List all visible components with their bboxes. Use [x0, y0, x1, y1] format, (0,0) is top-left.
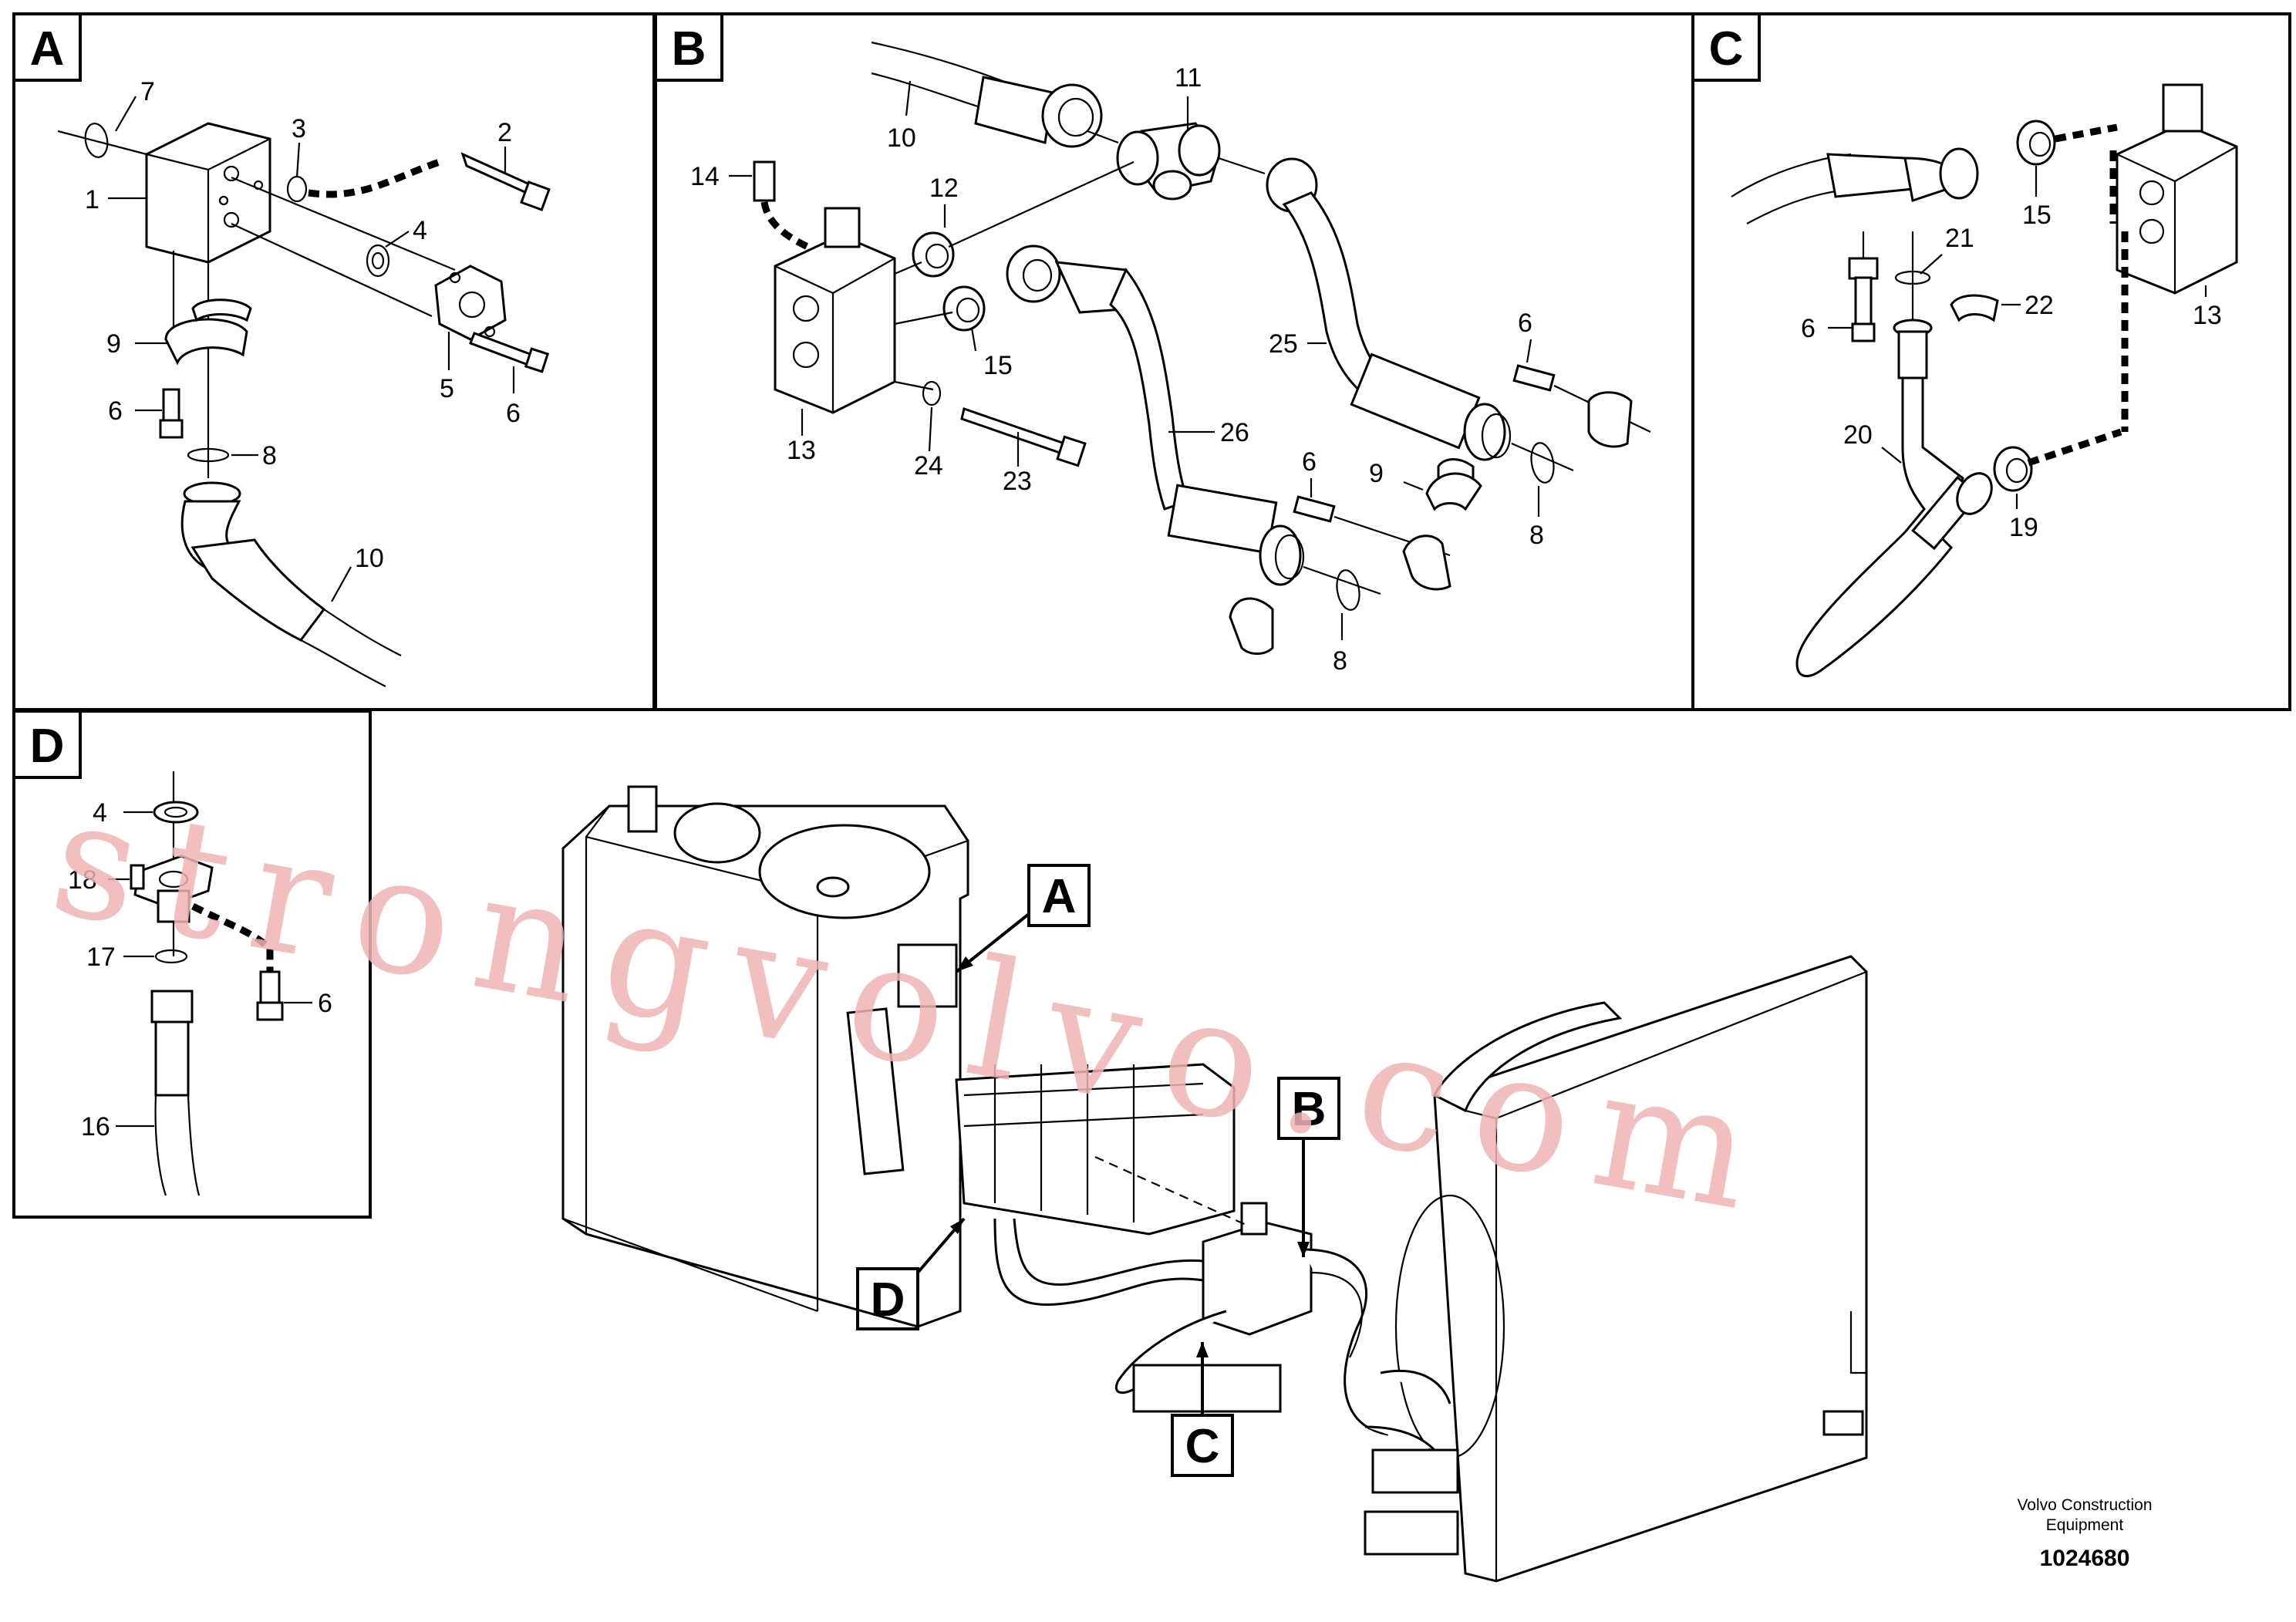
svg-text:7: 7: [140, 77, 155, 106]
footer-drawing-number: 1024680: [2040, 1546, 2130, 1571]
svg-text:9: 9: [1369, 459, 1384, 488]
overview-tag-c: C: [1171, 1342, 1234, 1477]
svg-text:25: 25: [1269, 329, 1298, 359]
svg-text:4: 4: [413, 216, 427, 245]
panel-c-callouts: 15 21 22 6 13 20 19: [1801, 166, 2222, 542]
svg-text:C: C: [1185, 1420, 1220, 1473]
svg-text:14: 14: [690, 162, 720, 191]
svg-text:17: 17: [86, 943, 116, 972]
panel-a-callouts: 7 3 2 1 4 9 5 6 6 8 10: [85, 77, 521, 602]
svg-text:20: 20: [1843, 420, 1873, 450]
svg-text:15: 15: [2022, 201, 2052, 230]
svg-text:26: 26: [1220, 418, 1249, 447]
svg-text:D: D: [871, 1273, 905, 1327]
panel-d-drawing: [130, 771, 284, 1196]
panel-c-drawing: [1731, 83, 2238, 678]
svg-text:13: 13: [787, 436, 816, 465]
svg-text:6: 6: [318, 989, 332, 1018]
overview-tag-a: A: [955, 864, 1091, 973]
svg-text:11: 11: [1175, 63, 1202, 93]
svg-text:B: B: [672, 22, 706, 76]
svg-text:6: 6: [1518, 309, 1532, 338]
svg-text:8: 8: [262, 441, 277, 470]
svg-text:12: 12: [929, 174, 959, 203]
footer-company-line1: Volvo Construction: [2017, 1496, 2152, 1514]
panel-a-tag: A: [12, 12, 82, 82]
svg-text:D: D: [30, 720, 65, 773]
svg-text:6: 6: [1302, 447, 1317, 477]
svg-text:4: 4: [93, 798, 107, 828]
svg-text:15: 15: [983, 351, 1013, 380]
svg-text:10: 10: [887, 123, 916, 153]
footer-company-line2: Equipment: [2046, 1516, 2124, 1534]
panel-a-frame: [12, 12, 656, 711]
overview-tag-d: D: [856, 1217, 966, 1330]
panel-d-callouts: 4 18 17 6 16: [68, 798, 332, 1141]
svg-text:8: 8: [1529, 521, 1544, 550]
svg-text:13: 13: [2193, 301, 2222, 330]
svg-text:5: 5: [440, 374, 454, 403]
svg-text:1: 1: [85, 185, 99, 214]
svg-text:A: A: [30, 22, 65, 76]
panel-d-frame: [12, 710, 372, 1219]
panel-b-drawing: [753, 41, 1651, 655]
svg-text:19: 19: [2009, 513, 2038, 542]
svg-text:21: 21: [1945, 224, 1974, 253]
svg-text:B: B: [1292, 1083, 1327, 1136]
svg-text:C: C: [1709, 22, 1744, 76]
svg-text:10: 10: [355, 544, 384, 573]
svg-text:A: A: [1042, 870, 1077, 923]
svg-text:23: 23: [1003, 467, 1032, 496]
svg-text:22: 22: [2025, 291, 2054, 320]
svg-text:6: 6: [108, 396, 123, 426]
svg-text:24: 24: [914, 451, 943, 481]
svg-text:3: 3: [292, 114, 306, 143]
svg-text:16: 16: [81, 1112, 110, 1141]
overview-machine: [561, 785, 1868, 1583]
panel-c-tag: C: [1691, 12, 1761, 82]
svg-text:9: 9: [106, 329, 121, 359]
panel-b-callouts: 11 10 12 14 13 15 25 26 6 24 23 6 9 8 8: [690, 63, 1544, 676]
svg-text:6: 6: [1801, 314, 1816, 343]
panel-d-tag: D: [12, 710, 82, 779]
overview-tag-b: B: [1277, 1077, 1340, 1257]
panel-a-drawing: [57, 122, 551, 687]
panel-b-tag: B: [654, 12, 723, 82]
svg-text:8: 8: [1333, 646, 1347, 676]
svg-text:6: 6: [506, 399, 521, 428]
svg-text:18: 18: [68, 865, 97, 895]
panel-c-frame: [1691, 12, 2291, 711]
svg-text:2: 2: [497, 118, 512, 147]
